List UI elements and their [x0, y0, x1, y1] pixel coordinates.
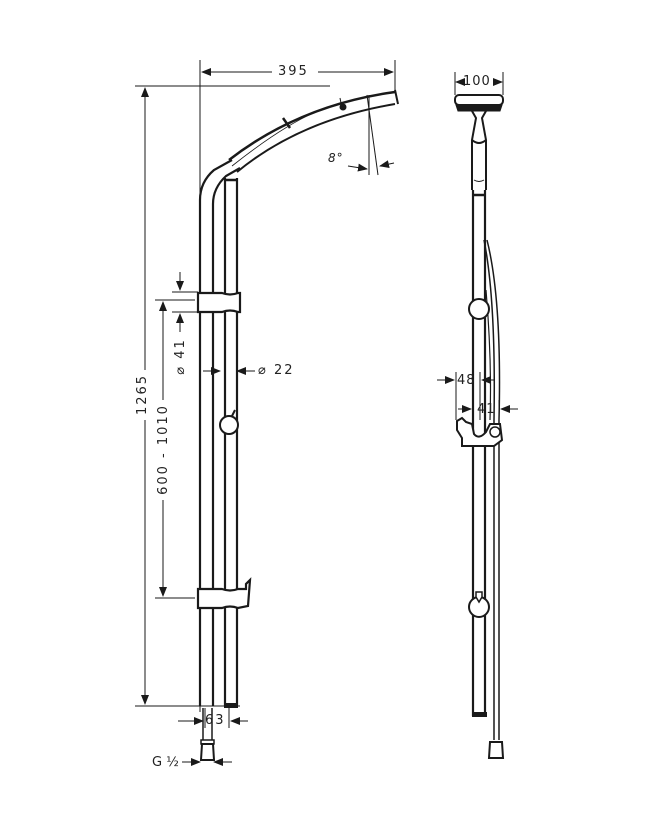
dim-bracket-depth: 48 [457, 373, 476, 388]
dim-total-height: 1265 [135, 373, 151, 416]
dim-head-tilt: 8° [328, 151, 344, 165]
dim-adjust-range: 600 - 1010 [155, 404, 171, 495]
dim-bracket-diameter: ⌀ 41 [172, 338, 188, 375]
dim-bracket-width: 41 [477, 402, 496, 417]
dim-wall-offset: 63 [205, 713, 226, 728]
dim-head-reach: 395 [278, 64, 309, 79]
dim-pipe-diameter: ⌀ 22 [258, 363, 295, 378]
dim-connection: G ½ [152, 755, 179, 770]
front-view [437, 72, 518, 759]
side-view [135, 60, 399, 766]
dim-head-diameter: 100 [463, 74, 491, 89]
